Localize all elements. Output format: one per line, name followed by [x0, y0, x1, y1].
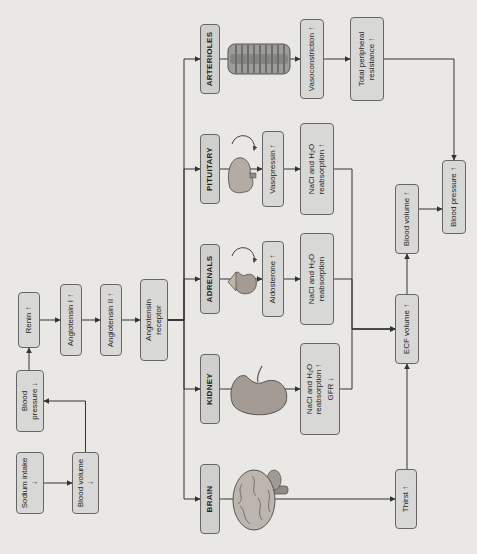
organ-box: ADRENALS — [200, 244, 220, 314]
pituitary-illustration — [228, 136, 256, 193]
flow-arrow — [407, 254, 408, 294]
box-text: KIDNEY — [205, 373, 215, 405]
box-text: ADRENALS — [205, 256, 215, 303]
flow-arrow — [284, 169, 300, 170]
box-text: PITUITARY — [205, 147, 215, 191]
organ-box: ARTERIOLES — [200, 24, 220, 94]
box-text: BRAIN — [205, 486, 215, 513]
kidney-illustration — [231, 366, 287, 415]
process-box: Angiotensin II ↑ — [100, 284, 122, 356]
process-box: Angiotensin I ↑ — [60, 284, 82, 356]
box-text: ARTERIOLES — [205, 32, 215, 87]
box-text: Blood volume ↓ — [76, 457, 95, 509]
box-text: Thirst ↑ — [401, 486, 411, 512]
flow-arrow — [384, 59, 454, 160]
flow-arrow — [340, 329, 395, 389]
box-text: Aldosterone ↑ — [268, 255, 278, 304]
flow-arrow — [334, 279, 395, 329]
brain-illustration — [233, 470, 288, 530]
flow-arrow — [168, 320, 200, 389]
process-box: Blood volume ↓ — [72, 452, 99, 514]
process-box: Vasopressin ↑ — [262, 131, 284, 207]
box-text: Blood pressure ↓ — [20, 375, 39, 427]
flow-arrow — [82, 320, 100, 321]
organ-box: KIDNEY — [200, 354, 220, 424]
flow-arrow — [168, 59, 200, 320]
organ-box: BRAIN — [200, 464, 220, 534]
box-text: NaCl and H₂O reabsorption ↑ — [305, 348, 324, 430]
flow-arrow — [122, 320, 140, 321]
process-box: NaCl and H₂O reabsorption ↑ — [300, 123, 334, 215]
process-box: Angiotensin receptor — [140, 279, 168, 361]
process-box: Blood pressure ↓ — [16, 370, 44, 432]
flow-arrow — [419, 209, 442, 210]
flow-arrow — [168, 320, 200, 499]
box-text: Angiotensin receptor — [144, 284, 163, 356]
flow-arrow — [44, 401, 86, 452]
flow-arrow — [334, 169, 395, 329]
box-text: NaCl and H₂O reabsorption — [307, 238, 326, 320]
flow-arrow — [29, 348, 30, 370]
process-box: NaCl and H₂O reabsorption ↑GFR ↓ — [300, 343, 340, 435]
flow-arrow — [324, 59, 350, 60]
process-box: Sodium intake ↓ — [16, 452, 44, 514]
box-text: Angiotensin II ↑ — [106, 293, 116, 348]
box-text: ECF volume ↑ — [402, 304, 412, 354]
adrenal-illustration — [228, 248, 256, 294]
box-text: Blood volume ↑ — [402, 192, 412, 247]
process-box: Total peripheral resistance ↑ — [350, 17, 384, 101]
flow-arrow — [40, 320, 60, 321]
flow-arrow — [44, 483, 72, 484]
process-box: Vasoconstriction ↑ — [300, 19, 324, 99]
process-box: Aldosterone ↑ — [262, 241, 284, 317]
arteriole-illustration — [228, 44, 290, 74]
box-text: NaCl and H₂O reabsorption ↑ — [307, 128, 326, 210]
box-subtext: GFR ↓ — [326, 377, 336, 400]
box-text: Vasoconstriction ↑ — [307, 27, 317, 91]
process-box: ECF volume ↑ — [395, 294, 419, 364]
process-box: NaCl and H₂O reabsorption — [300, 233, 334, 325]
process-box: Blood volume ↑ — [395, 184, 419, 254]
box-text: Angiotensin I ↑ — [66, 294, 76, 346]
process-box: Thirst ↑ — [395, 469, 417, 529]
box-text: Blood pressure ↑ — [449, 167, 459, 227]
box-text: Renin ↑ — [24, 306, 34, 333]
organ-box: PITUITARY — [200, 134, 220, 204]
box-text: Total peripheral resistance ↑ — [357, 22, 376, 96]
flow-arrow — [407, 364, 408, 469]
box-text: Sodium intake ↓ — [20, 457, 39, 509]
box-text: Vasopressin ↑ — [268, 144, 278, 194]
process-box: Blood pressure ↑ — [442, 160, 466, 234]
flow-arrow — [284, 279, 300, 280]
process-box: Renin ↑ — [18, 292, 40, 348]
